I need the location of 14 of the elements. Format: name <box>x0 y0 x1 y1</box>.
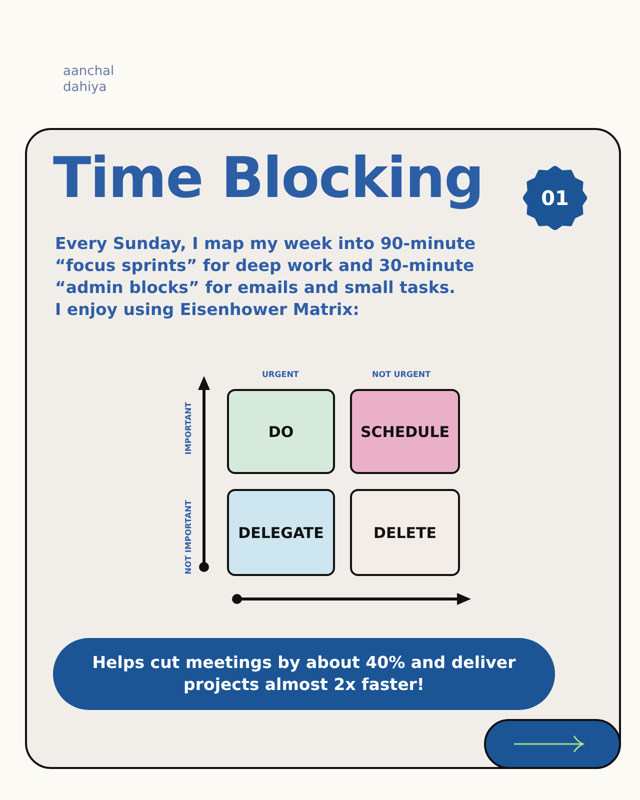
author-name: aanchal dahiya <box>63 64 116 96</box>
axis-label: IMPORTANT <box>184 402 193 455</box>
intro-sentence: I enjoy using Eisenhower Matrix: <box>55 299 360 321</box>
axis-label: URGENT <box>262 370 299 379</box>
intro-paragraph: Every Sunday, I map my week into 90-minute “focus sprints” for deep work and 30-minute “admin blocks” for emails and small tasks. <box>55 233 477 299</box>
summary-banner: Helps cut meetings by about 40% and deliver projects almost 2x faster! <box>53 638 555 710</box>
quadrant-card: DO <box>227 389 335 474</box>
quadrant-card: DELEGATE <box>227 489 335 576</box>
axis-label: NOT URGENT <box>372 370 431 379</box>
quadrant-card: DELETE <box>350 489 460 576</box>
number-badge: 01 <box>523 166 587 230</box>
title: Time Blocking <box>53 146 484 211</box>
axis-label: NOT IMPORTANT <box>184 500 193 574</box>
quadrant-card: SCHEDULE <box>350 389 460 474</box>
